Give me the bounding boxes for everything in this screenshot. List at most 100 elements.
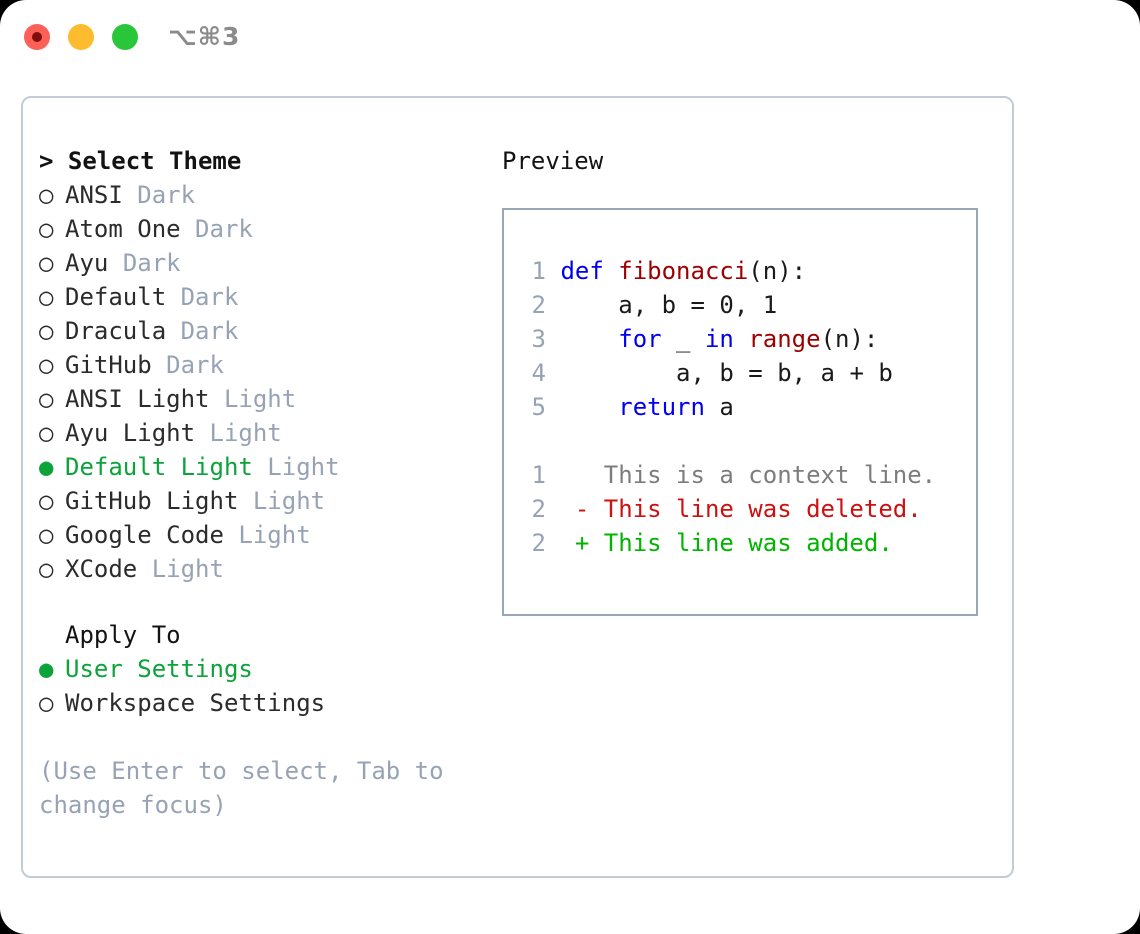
minimize-button-icon[interactable] bbox=[68, 24, 94, 50]
radio-unselected-icon bbox=[39, 280, 65, 314]
section-spacer bbox=[39, 586, 489, 618]
code-token-plain: a, b = b, a + b bbox=[560, 359, 893, 387]
code-token-function: fibonacci bbox=[618, 257, 749, 285]
theme-option-label: Ayu Light bbox=[65, 419, 196, 447]
diff-line-context: 1 This is a context line. bbox=[518, 458, 937, 492]
theme-option-label: GitHub Light bbox=[65, 487, 239, 515]
diff-line-added: 2 + This line was added. bbox=[518, 526, 936, 560]
radio-unselected-icon bbox=[39, 382, 65, 416]
theme-option-github[interactable]: GitHub Dark bbox=[39, 348, 489, 382]
theme-option-label: Dracula bbox=[65, 317, 167, 345]
apply-to-options-list[interactable]: User SettingsWorkspace Settings bbox=[39, 652, 489, 720]
line-number: 2 bbox=[531, 291, 546, 319]
theme-option-kind: Dark bbox=[166, 351, 224, 379]
theme-option-label: ANSI Light bbox=[65, 385, 210, 413]
code-token-keyword: for bbox=[618, 325, 662, 353]
theme-option-ayu-light[interactable]: Ayu Light Light bbox=[39, 416, 489, 450]
theme-option-default-light[interactable]: Default Light Light bbox=[39, 450, 489, 484]
theme-option-atom-one[interactable]: Atom One Dark bbox=[39, 212, 489, 246]
radio-unselected-icon bbox=[39, 246, 65, 280]
code-token-function: range bbox=[748, 325, 821, 353]
theme-option-google-code[interactable]: Google Code Light bbox=[39, 518, 489, 552]
select-theme-header: > Select Theme bbox=[39, 147, 242, 175]
radio-unselected-icon bbox=[39, 348, 65, 382]
preview-column: Preview 1 def fibonacci(n):2 a, b = 0, 1… bbox=[502, 144, 992, 616]
diff-line-deleted: 2 - This line was deleted. bbox=[518, 492, 936, 526]
theme-option-dracula[interactable]: Dracula Dark bbox=[39, 314, 489, 348]
theme-option-kind: Dark bbox=[180, 317, 239, 345]
close-button-icon[interactable] bbox=[24, 24, 50, 50]
radio-unselected-icon bbox=[39, 518, 65, 552]
theme-option-kind: Dark bbox=[195, 215, 253, 243]
apply-to-option-label: User Settings bbox=[65, 655, 253, 683]
code-token-plain: (n): bbox=[748, 257, 807, 285]
theme-option-label: Default Light bbox=[65, 453, 253, 481]
theme-option-default[interactable]: Default Dark bbox=[39, 280, 489, 314]
theme-list-column: > Select Theme ANSI DarkAtom One DarkAyu… bbox=[39, 144, 489, 822]
radio-unselected-icon bbox=[39, 416, 65, 450]
code-line: 1 def fibonacci(n): bbox=[518, 254, 936, 288]
line-number: 3 bbox=[531, 325, 546, 353]
theme-option-github-light[interactable]: GitHub Light Light bbox=[39, 484, 489, 518]
radio-unselected-icon bbox=[39, 484, 65, 518]
code-token-keyword: in bbox=[704, 325, 749, 353]
code-line: 4 a, b = b, a + b bbox=[518, 356, 936, 390]
theme-option-label: XCode bbox=[65, 555, 138, 583]
diff-line-text: This is a context line. bbox=[546, 461, 937, 489]
apply-to-option-workspace-settings[interactable]: Workspace Settings bbox=[39, 686, 489, 720]
code-token-plain: _ bbox=[661, 325, 705, 353]
code-token-plain: (n): bbox=[820, 325, 879, 353]
line-number: 1 bbox=[531, 461, 546, 489]
title-bar: ⌥⌘3 bbox=[0, 0, 1140, 78]
theme-option-ansi-light[interactable]: ANSI Light Light bbox=[39, 382, 489, 416]
preview-title: Preview bbox=[502, 147, 604, 175]
theme-option-kind: Dark bbox=[180, 283, 239, 311]
code-line: 2 a, b = 0, 1 bbox=[518, 288, 936, 322]
theme-option-label: Ayu bbox=[65, 249, 109, 277]
radio-selected-icon bbox=[39, 450, 65, 484]
radio-unselected-icon bbox=[39, 552, 65, 586]
theme-option-kind: Light bbox=[223, 385, 297, 413]
theme-option-label: Atom One bbox=[65, 215, 181, 243]
diff-line-text: + This line was added. bbox=[546, 529, 893, 557]
line-number: 2 bbox=[531, 529, 546, 557]
theme-option-kind: Dark bbox=[122, 249, 181, 277]
code-blank-line bbox=[518, 424, 936, 458]
code-token-plain bbox=[560, 393, 618, 421]
theme-option-kind: Light bbox=[238, 521, 311, 549]
line-number: 4 bbox=[531, 359, 546, 387]
zoom-button-icon[interactable] bbox=[112, 24, 138, 50]
apply-to-option-label: Workspace Settings bbox=[65, 689, 326, 717]
theme-option-kind: Light bbox=[151, 555, 224, 583]
theme-option-xcode[interactable]: XCode Light bbox=[39, 552, 489, 586]
radio-unselected-icon bbox=[39, 212, 65, 246]
code-token-keyword: return bbox=[618, 393, 705, 421]
keyboard-shortcut-label: ⌥⌘3 bbox=[168, 22, 241, 51]
radio-unselected-icon bbox=[39, 314, 65, 348]
keyboard-hint-text: (Use Enter to select, Tab to change focu… bbox=[39, 757, 459, 819]
radio-selected-icon bbox=[39, 652, 65, 686]
theme-selector-panel: > Select Theme ANSI DarkAtom One DarkAyu… bbox=[21, 96, 1014, 878]
line-number: 1 bbox=[531, 257, 546, 285]
code-token-plain bbox=[560, 325, 618, 353]
line-number: 5 bbox=[531, 393, 546, 421]
diff-line-text: - This line was deleted. bbox=[546, 495, 922, 523]
radio-unselected-icon bbox=[39, 178, 65, 212]
theme-option-kind: Dark bbox=[137, 181, 196, 209]
theme-option-label: Google Code bbox=[65, 521, 224, 549]
theme-options-list[interactable]: ANSI DarkAtom One DarkAyu DarkDefault Da… bbox=[39, 178, 489, 586]
theme-option-ansi[interactable]: ANSI Dark bbox=[39, 178, 489, 212]
theme-option-kind: Light bbox=[267, 453, 340, 481]
theme-option-ayu[interactable]: Ayu Dark bbox=[39, 246, 489, 280]
apply-to-header: Apply To bbox=[65, 621, 181, 649]
code-line: 5 return a bbox=[518, 390, 936, 424]
theme-option-kind: Light bbox=[209, 419, 282, 447]
apply-to-option-user-settings[interactable]: User Settings bbox=[39, 652, 489, 686]
code-token-keyword: def bbox=[560, 257, 619, 285]
theme-option-label: GitHub bbox=[65, 351, 152, 379]
code-line: 3 for _ in range(n): bbox=[518, 322, 936, 356]
